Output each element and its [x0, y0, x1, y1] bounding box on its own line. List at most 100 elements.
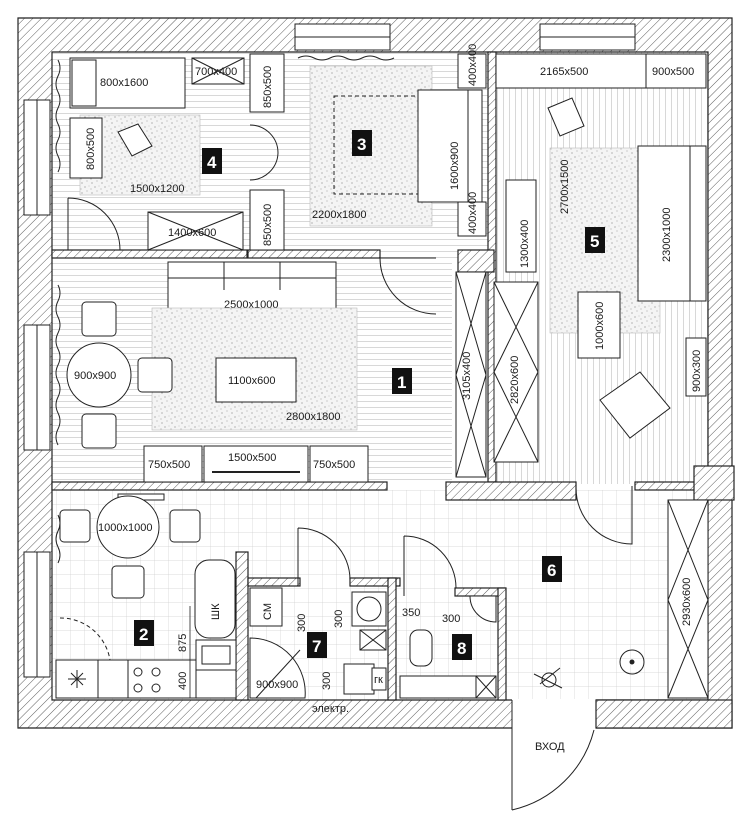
tv-left-room1: [143, 445, 203, 483]
sink-basin: [201, 645, 231, 665]
wardrobe-a-bottom: [249, 189, 285, 251]
wall-1-6-left: [51, 481, 388, 491]
door-kitchen: [59, 617, 111, 661]
room-number-6: 6: [542, 556, 562, 582]
bed-room4-label: 800x1600: [100, 77, 148, 89]
shower: [249, 637, 306, 699]
bed-room3-label: 1600x900: [449, 142, 461, 190]
table-room5: [577, 291, 621, 359]
wardrobe-a-bottom-label: 850x500: [262, 204, 274, 246]
entrance-opening: [512, 699, 596, 730]
elektr-label: электр.: [312, 703, 349, 715]
tv-stand-label: 1500x500: [228, 452, 276, 464]
door-room8: [403, 535, 457, 596]
tv-room5-label: 1300x400: [519, 220, 531, 268]
hall-wardrobe: [667, 499, 709, 699]
chair-dining-1: [81, 301, 117, 337]
washing-machine: [249, 587, 283, 627]
wardrobe-hall: [493, 281, 539, 463]
room-number-1: 1: [392, 368, 412, 394]
wardrobe-a-top-label: 850x500: [262, 66, 274, 108]
double-door-room4: [249, 124, 279, 181]
dim-300-top: 300: [442, 613, 460, 625]
wall-pillar: [457, 249, 495, 273]
wall-4-1: [51, 249, 248, 259]
sink-room7: [351, 591, 387, 627]
tv-right-room1: [309, 445, 369, 483]
door-room4: [67, 197, 121, 251]
toilet-room7: [343, 663, 375, 695]
shower-label: 900x900: [256, 679, 298, 691]
chair-room5-top: [547, 97, 585, 137]
corner-sink-room8: [469, 595, 497, 623]
rug-room3-label: 2200x1800: [312, 209, 366, 221]
room-3: 1600x900 2200x1800 400x400 400x400: [297, 44, 487, 315]
room-number-7: 7: [307, 632, 327, 658]
wall-1-6-mid: [445, 481, 577, 501]
armchair-room5: [599, 371, 671, 439]
nightstand-room3-top-label: 400x400: [467, 44, 479, 86]
bed-room3-head: [467, 89, 483, 203]
sofa-room1-back: [167, 261, 337, 279]
kitchen-table: [96, 495, 160, 559]
room-number-8: 8: [452, 634, 472, 660]
curtain-room1: [55, 284, 61, 446]
room-number-2: 2: [134, 620, 154, 646]
fridge-shk: [194, 559, 236, 639]
kitchen-table-label: 1000x1000: [98, 522, 152, 534]
room-4: 800x1600 700x400 800x500 1500x1200 1400x…: [55, 57, 245, 251]
coffee-table-room1: [215, 357, 297, 403]
rug-room5-label: 2700x1500: [559, 160, 571, 214]
person-icon: [533, 667, 563, 689]
curtain-room3: [297, 55, 395, 61]
tv-left-label: 750x500: [148, 459, 190, 471]
wall-kitchen-bath: [235, 551, 249, 701]
wall-bath8-right: [497, 587, 507, 701]
cabinet-room5-label: 900x300: [691, 350, 703, 392]
wall-3-1: [247, 249, 381, 259]
curtain-room4: [55, 59, 61, 173]
stove-icon: [133, 667, 161, 693]
door-room5: [575, 484, 633, 545]
svg-text:4: 4: [207, 153, 217, 172]
wardrobe-column: 850x500 850x500: [249, 53, 285, 251]
dishrack: [195, 669, 237, 699]
wardrobe-room5-top-label: 2165x500: [540, 66, 588, 78]
coffee-table-room1-label: 1100x600: [228, 375, 276, 387]
toilet-room8: [409, 629, 433, 667]
chair-dining-2: [137, 357, 173, 393]
svg-text:1: 1: [397, 373, 406, 392]
wardrobe-room1: [455, 271, 487, 478]
rug-room1-label: 2800x1800: [286, 411, 340, 423]
hall-wardrobe-label: 2930x600: [681, 578, 693, 626]
svg-text:2: 2: [139, 625, 148, 644]
wall-bath-top2: [349, 577, 401, 587]
wardrobe-hall-label: 2820x600: [509, 356, 521, 404]
gk-label: гк: [374, 674, 383, 686]
tv-right-label: 750x500: [313, 459, 355, 471]
svg-text:5: 5: [590, 232, 599, 251]
entrance-door: [511, 700, 595, 811]
vhod-label: ВХОД: [535, 741, 565, 753]
door-room3: [379, 257, 437, 315]
nightstand-room3-bottom-label: 400x400: [467, 192, 479, 234]
room-2: 1000x1000 ШК 875 400: [55, 493, 237, 699]
kitchen-chair-2: [169, 509, 201, 543]
room-number-4: 4: [202, 148, 222, 174]
wardrobe-a-top: [249, 53, 285, 113]
shelf-room4-label: 700x400: [195, 66, 237, 78]
room-number-5: 5: [585, 227, 605, 253]
room-6: 2930x600 ВХОД: [511, 499, 709, 811]
nightstand-room3-top: [457, 53, 487, 89]
rug-room4-label: 1500x1200: [130, 183, 184, 195]
dining-table-room1-label: 900x900: [74, 370, 116, 382]
table-room5-label: 1000x600: [594, 302, 606, 350]
wardrobe-room5-corner: [645, 53, 707, 89]
wall-bath-top: [247, 577, 301, 587]
svg-text:7: 7: [312, 637, 321, 656]
dim-400: 400: [177, 672, 189, 690]
wall-entry-right: [595, 699, 733, 729]
dim-350: 350: [402, 607, 420, 619]
svg-text:6: 6: [547, 561, 556, 580]
